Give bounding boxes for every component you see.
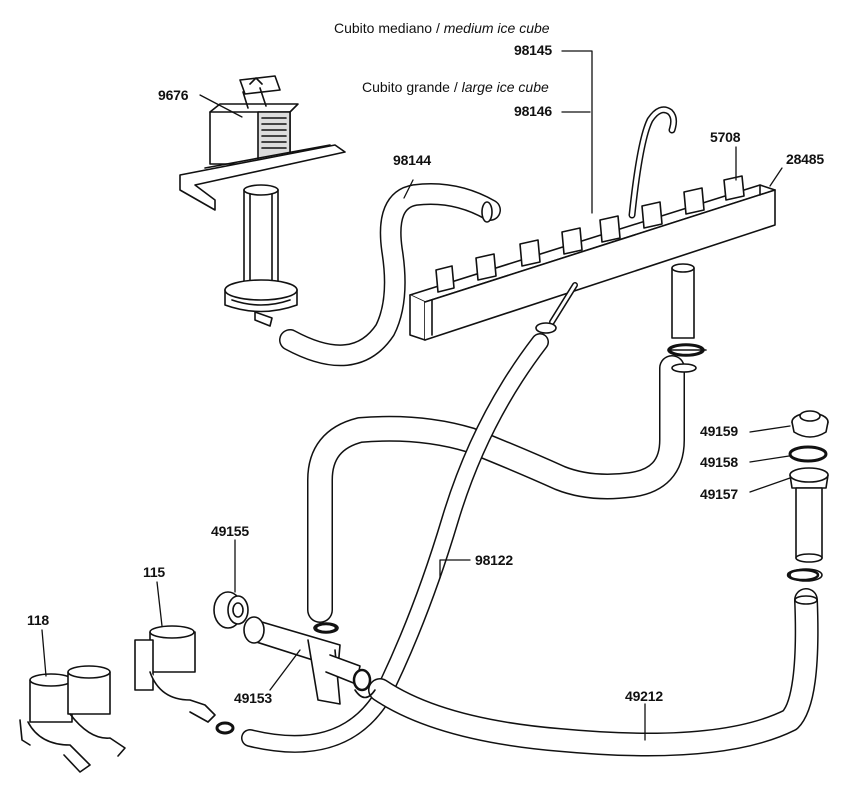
part-label-118: 118 <box>27 612 49 628</box>
nut-49155 <box>213 591 249 629</box>
part-label-49159: 49159 <box>700 423 738 439</box>
part-label-49157: 49157 <box>700 486 738 502</box>
medium-ice-cube-caption: Cubito mediano / medium ice cube <box>334 20 550 36</box>
valve-118 <box>19 665 126 773</box>
pump-9676 <box>179 75 346 327</box>
clamps <box>314 343 820 692</box>
part-label-49158: 49158 <box>700 454 738 470</box>
part-label-98144: 98144 <box>393 152 431 168</box>
part-label-49212: 49212 <box>625 688 663 704</box>
part-label-98145: 98145 <box>514 42 552 58</box>
large-caption-sep: / <box>449 79 462 95</box>
drain-fitting <box>788 410 829 582</box>
distributor-bar-28485 <box>409 106 776 341</box>
large-caption-en: large ice cube <box>461 79 549 95</box>
part-label-9676: 9676 <box>158 87 189 103</box>
large-ice-cube-caption: Cubito grande / large ice cube <box>362 79 549 95</box>
hose-98122 <box>241 333 549 753</box>
part-label-49155: 49155 <box>211 523 249 539</box>
leader-lines <box>41 50 791 741</box>
hose-98144 <box>279 183 501 367</box>
hose-49212 <box>368 588 819 757</box>
t-fitting-49153 <box>243 616 376 705</box>
part-label-28485: 28485 <box>786 151 824 167</box>
valve-115 <box>134 625 235 735</box>
medium-caption-sep: / <box>432 20 444 36</box>
part-label-98122: 98122 <box>475 552 513 568</box>
part-label-5708: 5708 <box>710 129 741 145</box>
medium-caption-it: Cubito mediano <box>334 20 433 36</box>
part-label-115: 115 <box>143 564 165 580</box>
medium-caption-en: medium ice cube <box>443 20 550 36</box>
large-caption-it: Cubito grande <box>362 79 450 95</box>
part-label-49153: 49153 <box>234 690 272 706</box>
part-label-98146: 98146 <box>514 103 552 119</box>
fitting-column <box>307 263 707 623</box>
